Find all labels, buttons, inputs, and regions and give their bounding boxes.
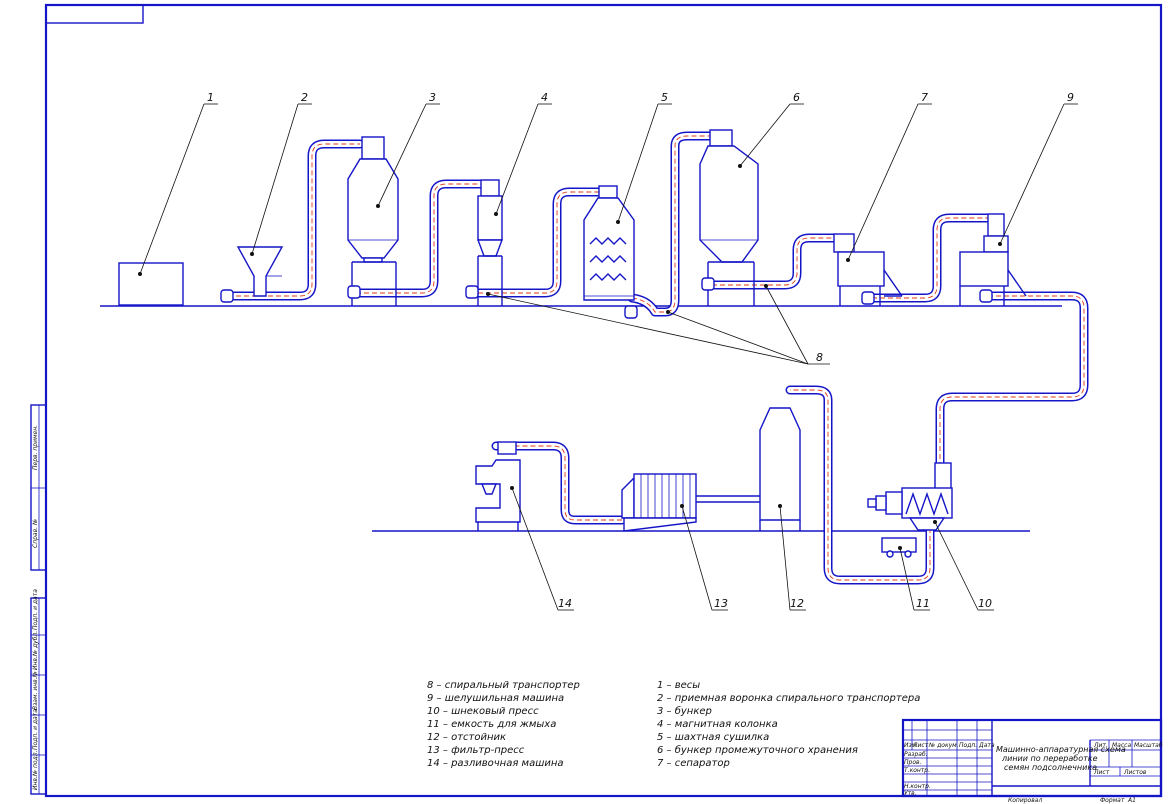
callout-14: 14 [558,597,572,610]
hulling-machine-9 [959,213,1027,306]
tb-data: Дата [978,742,995,749]
side-stamp-text-2: Справ. № [32,519,39,548]
callout-7: 7 [921,91,928,104]
bottling-machine-14 [475,441,521,531]
callout-leaders [138,103,1078,611]
side-stamp-text-7: Инв.№ подл. [32,750,39,790]
legend-right-item: 4 – магнитная колонка [657,719,778,730]
tb-massa: Масса [1112,742,1131,749]
callout-10: 10 [978,597,992,610]
tb-format-val: А1 [1127,797,1136,804]
conveyor-pipe [937,293,1087,469]
spiral-conveyor-pipes [223,131,1089,585]
conveyor-pipe [790,389,931,581]
callout-1: 1 [207,91,214,104]
conveyor-pipe [712,237,836,286]
legend-left-item: 14 – разливочная машина [427,758,564,769]
legend-left-item: 10 – шнековый пресс [427,706,539,717]
legend-right: 1 – весы 2 – приемная воронка спиральног… [657,680,920,769]
callout-5: 5 [661,91,668,104]
bunker-3 [347,136,399,306]
tb-nkontr: Н.контр. [904,783,931,790]
tb-dokum: № докум. [928,742,959,749]
settling-tank-12 [696,407,801,531]
filter-press-13 [621,473,697,532]
title-block: Изм Лист № докум. Подп. Дата Разраб. Про… [901,718,1163,798]
tb-izm: Изм [904,742,917,749]
callout-2: 2 [301,91,308,104]
conveyor-pipe [223,139,365,301]
tb-prov: Пров. [904,759,922,766]
conveyor-pipe [935,291,1089,471]
conveyor-pipe [939,295,1085,466]
conveyor-pipe [631,135,710,313]
tb-title-line-2: линии по переработке [1001,754,1098,763]
tb-razrab: Разраб. [904,751,928,758]
legend-left-item: 8 – спиральный транспортер [427,680,580,691]
shaft-dryer-5 [583,185,638,319]
screw-press-10 [867,462,953,531]
conveyor-pipe [470,191,600,294]
tb-utv: Утв. [904,790,917,797]
conveyor-pipe [225,141,363,299]
tb-format: Формат [1100,797,1125,804]
legend-left-item: 13 – фильтр-пресс [427,745,525,756]
separator-7 [833,233,903,306]
legend-right-item: 2 – приемная воронка спирального транспо… [657,693,920,704]
tb-kopiroval: Копировал [1008,797,1042,804]
side-stamp: Перв. примен. Справ. № Подп. и дата Инв.… [30,404,47,795]
callout-9: 9 [1067,91,1074,104]
conveyor-pipe [627,131,715,317]
tb-lit: Лит. [1093,742,1108,749]
cake-container-11 [881,537,917,558]
magnetic-column-4 [465,179,504,306]
conveyor-pipe [356,183,485,294]
legend-left-item: 12 – отстойник [427,732,506,743]
legend-right-item: 7 – сепаратор [657,758,730,769]
conveyor-pipe [228,143,360,297]
intermediate-bunker-6 [699,129,759,306]
tb-tkontr: Т.контр. [904,767,930,774]
legend-left-item: 11 – емкость для жмыха [427,719,556,730]
legend-right-item: 6 – бункер промежуточного хранения [657,744,858,756]
tb-list-col: Лист [912,742,929,749]
tb-title-line-1: Машинно-аппаратурная схема [996,745,1126,754]
receiving-hopper-2 [220,246,284,303]
tb-podp: Подп. [959,742,977,749]
callout-3: 3 [429,91,436,104]
callout-numbers: 1 2 3 4 5 6 7 8 9 10 11 12 13 14 [207,91,1074,610]
tb-title-line-3: семян подсолнечника [1004,763,1097,772]
conveyor-pipe [496,445,622,521]
side-stamp-text-1: Перв. примен. [32,425,39,470]
sheet-frame [44,3,1163,798]
top-left-stamp [45,4,144,24]
callout-12: 12 [790,597,804,610]
legend-right-item: 3 – бункер [657,705,712,717]
side-stamp-text-4: Инв.№ дубл. [32,631,39,670]
legend-left: 8 – спиральный транспортер 9 – шелушильн… [427,680,580,769]
tb-list: Лист [1093,769,1110,776]
conveyor-pipe [872,217,990,299]
side-stamp-text-3: Подп. и дата [32,589,39,630]
legend-right-item: 1 – весы [657,680,700,691]
legend-right-item: 5 – шахтная сушилка [657,732,769,743]
tb-listov: Листов [1123,769,1147,776]
scale-1 [118,262,184,306]
side-stamp-text-6: Подп. и дата [32,709,39,750]
callout-4: 4 [541,91,548,104]
callout-8: 8 [816,351,823,364]
side-stamp-text-5: Взам. инв.№ [32,671,39,710]
callout-13: 13 [714,597,728,610]
callout-11: 11 [916,597,930,610]
tb-masshtab: Масштаб [1134,742,1163,749]
legend-left-item: 9 – шелушильная машина [427,693,564,704]
callout-6: 6 [793,91,800,104]
